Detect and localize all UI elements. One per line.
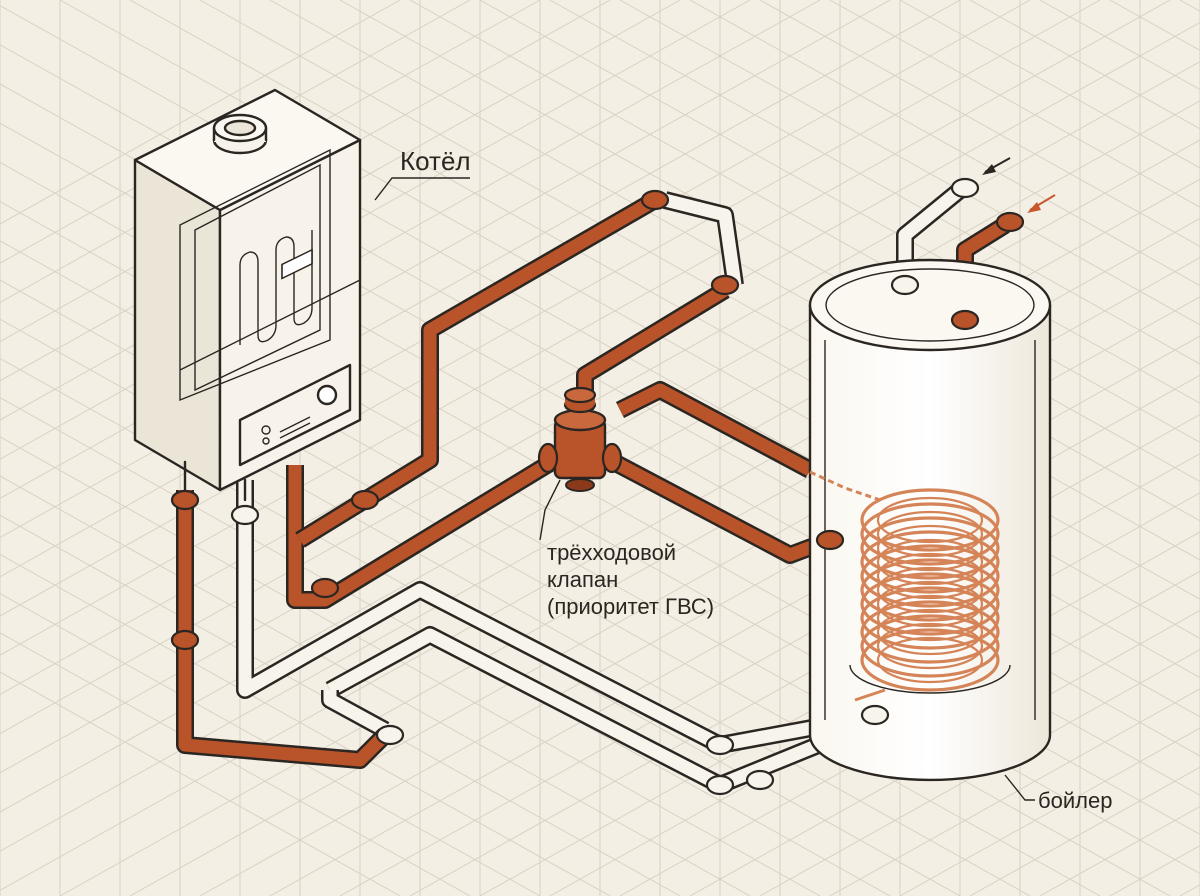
grid-line (0, 0, 681, 382)
gas-boiler (133, 88, 470, 502)
arrow-in-hot-icon (1027, 194, 1056, 213)
coil-ring (860, 488, 1000, 552)
grid-line (1109, 845, 1200, 896)
pipe-flange (890, 274, 920, 296)
coil-ring (860, 628, 1000, 692)
grid-line (899, 0, 1200, 169)
grid-line (0, 0, 821, 460)
grid-line (0, 0, 751, 421)
grid-line (0, 0, 401, 225)
grid-line (0, 0, 891, 499)
grid-line (339, 413, 1200, 896)
coil-ring-inner (876, 608, 984, 656)
pipe-flange (745, 769, 775, 791)
coil-ring-inner (876, 636, 984, 684)
coil-ring-inner (876, 594, 984, 642)
coil-ring (860, 516, 1000, 580)
tank-label: бойлер (1038, 788, 1112, 813)
grid-line (479, 0, 1200, 404)
grid-line (759, 0, 1200, 247)
grid-line (549, 0, 1200, 365)
coil-ring-inner (876, 510, 984, 558)
coil-ring (860, 502, 1000, 566)
grid-line (0, 475, 751, 896)
grid-line (0, 671, 401, 896)
pipe-flange (640, 189, 670, 211)
coil-ring (860, 544, 1000, 608)
coil-ring-inner (876, 524, 984, 572)
white-return-pipes (236, 183, 966, 794)
pipe-flange (860, 704, 890, 726)
grid-line (409, 453, 1200, 896)
coil-ring (860, 600, 1000, 664)
valve-label-line2: клапан (547, 567, 618, 592)
coil-ring-inner (876, 552, 984, 600)
coil-ring-inner (876, 566, 984, 614)
water-tank (808, 258, 1052, 801)
display-icon (281, 248, 313, 280)
heat-exchanger-coil (860, 488, 1000, 692)
grid-line (689, 0, 1200, 287)
grid-line (1039, 805, 1200, 896)
grid-line (1179, 884, 1200, 896)
grid-line (1179, 0, 1200, 12)
three-way-valve-icon (537, 386, 623, 541)
pipe-flange (170, 489, 200, 511)
grid-line (0, 0, 1171, 656)
pipe-flanges (170, 177, 1025, 796)
heater-element-icon (239, 230, 313, 345)
pipe-flange (950, 309, 980, 331)
arrow-in-cold-icon (982, 157, 1011, 175)
grid-line (829, 0, 1200, 208)
grid-line (1039, 0, 1200, 91)
grid-line (619, 0, 1200, 326)
pipe-flange (230, 504, 260, 526)
coil-ring (860, 614, 1000, 678)
control-knob (316, 384, 338, 406)
valve-label-line1: трёхходовой (547, 540, 676, 565)
coil-ring-inner (876, 622, 984, 670)
pipe-flange (995, 211, 1025, 233)
grid-line (899, 727, 1200, 896)
grid-line (269, 0, 1200, 522)
grid-line (1109, 0, 1200, 51)
pipe-flange (350, 489, 380, 511)
grid-line (829, 688, 1200, 896)
coil-ring-inner (876, 496, 984, 544)
coil-ring (860, 572, 1000, 636)
coil-ring-inner (876, 538, 984, 586)
pipe-flange (950, 177, 980, 199)
flue-pipe (212, 113, 268, 155)
grid-line (0, 553, 611, 896)
pipe-flange (815, 529, 845, 551)
coil-ring (860, 530, 1000, 594)
coil-ring (860, 586, 1000, 650)
boiler-label: Котёл (400, 146, 471, 176)
grid-line (0, 514, 681, 896)
grid-line (0, 436, 821, 896)
grid-line (269, 374, 1200, 896)
pipe-flange (170, 629, 200, 651)
pipe-flange (705, 734, 735, 756)
pipe-flange (705, 774, 735, 796)
pipe-flange (375, 724, 405, 746)
grid-line (409, 0, 1200, 443)
coil-ring-inner (876, 580, 984, 628)
pipe-flange (710, 274, 740, 296)
valve-label-line3: (приоритет ГВС) (547, 594, 714, 619)
coil-ring (860, 558, 1000, 622)
pipe-flange (310, 577, 340, 599)
